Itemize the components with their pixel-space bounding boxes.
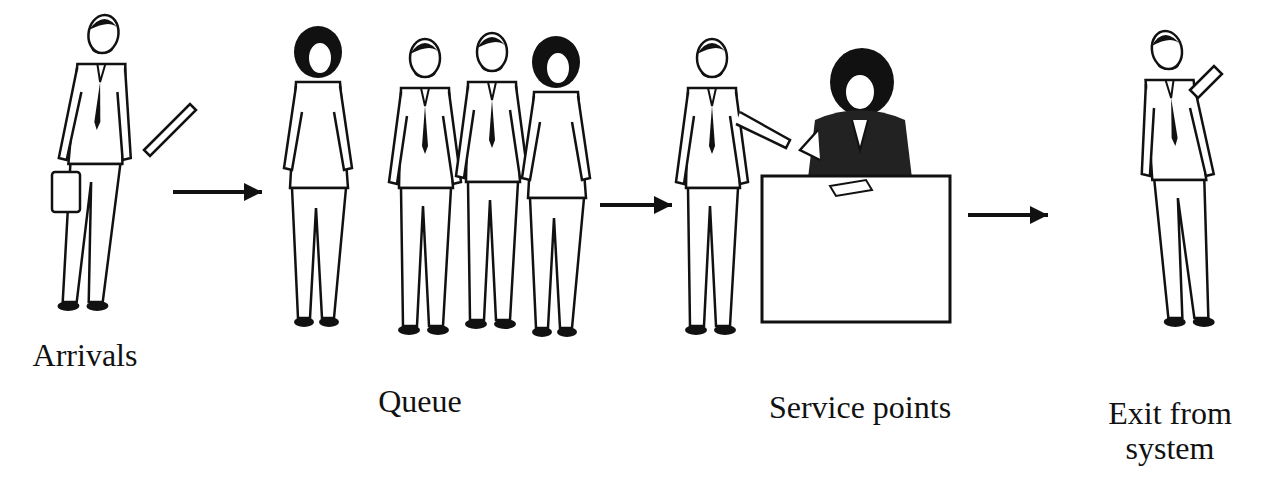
- flow-arrow: [968, 213, 1048, 217]
- paper: [144, 104, 196, 156]
- stage-group: Queue: [262, 5, 600, 430]
- queue-person: [456, 33, 528, 329]
- person-figure: [1129, 31, 1227, 327]
- stage-group: Arrivals: [8, 5, 173, 390]
- queue-person: [284, 26, 352, 327]
- customer-person: [676, 39, 748, 335]
- customer-arm: [736, 112, 790, 148]
- exiting-person: [1129, 31, 1227, 327]
- person-figure: [48, 15, 141, 311]
- flow-arrow: [600, 203, 672, 207]
- stage-label: Service points: [769, 390, 951, 425]
- stage-group: Service points: [672, 5, 968, 435]
- stage-group: Exit from system: [1048, 5, 1270, 477]
- service-desk: [762, 176, 950, 322]
- person-figure: [522, 36, 590, 337]
- briefcase: [52, 172, 80, 212]
- queue-person: [522, 36, 590, 337]
- stage-label: Exit from system: [1080, 396, 1260, 466]
- flow-arrow: [173, 190, 262, 194]
- person-figure: [284, 26, 352, 327]
- stage-label: Queue: [378, 384, 462, 419]
- stage-label: Arrivals: [33, 338, 138, 373]
- person-figure: [676, 39, 748, 335]
- person-figure: [456, 33, 528, 329]
- clerk-person: [800, 48, 912, 178]
- arriving-person: [48, 15, 141, 311]
- person-figure: [389, 39, 461, 335]
- queue-person: [389, 39, 461, 335]
- desk-papers: [830, 180, 872, 196]
- raised-hand: [1190, 66, 1222, 98]
